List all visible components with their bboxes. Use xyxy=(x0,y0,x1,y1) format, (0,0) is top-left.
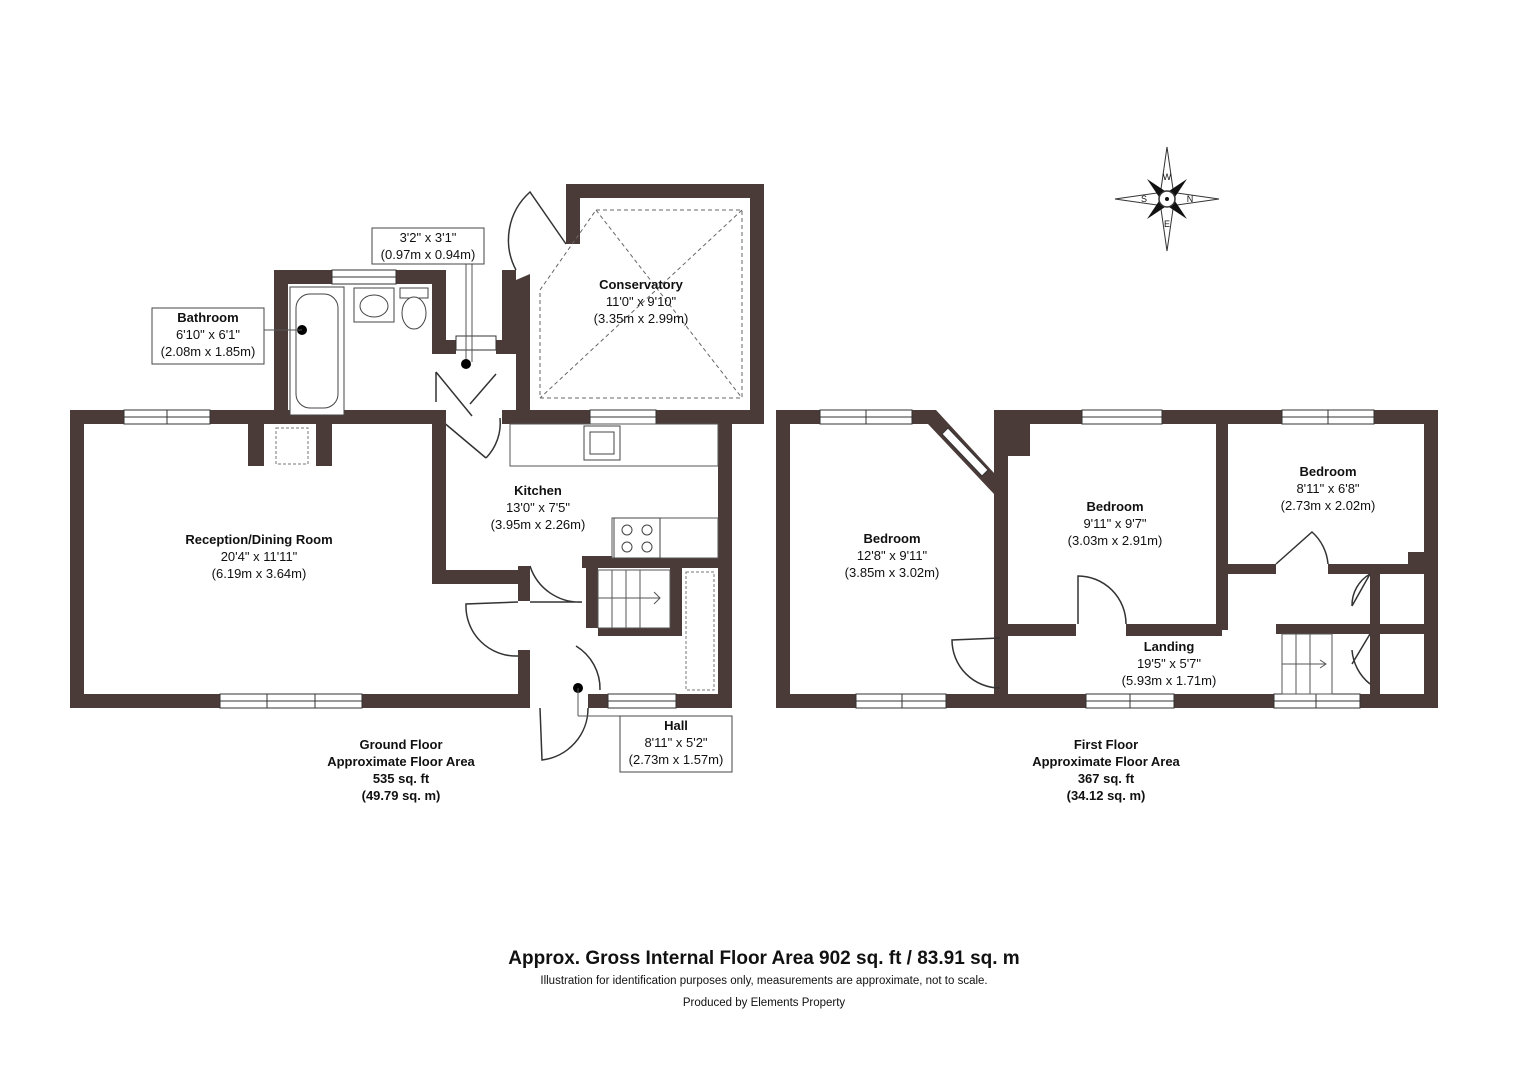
room-label-bathroom: Bathroom 6'10" x 6'1" (2.08m x 1.85m) xyxy=(161,310,256,359)
compass-s: S xyxy=(1141,194,1147,204)
svg-text:Approximate Floor Area: Approximate Floor Area xyxy=(327,754,475,769)
svg-text:(3.03m x 2.91m): (3.03m x 2.91m) xyxy=(1068,533,1163,548)
svg-text:(2.73m x 2.02m): (2.73m x 2.02m) xyxy=(1281,498,1376,513)
svg-text:20'4" x 11'11": 20'4" x 11'11" xyxy=(221,549,298,564)
first-floor-stairs xyxy=(1281,633,1333,695)
svg-text:8'11" x 5'2": 8'11" x 5'2" xyxy=(644,735,707,750)
svg-text:367 sq. ft: 367 sq. ft xyxy=(1078,771,1135,786)
first-floor-doors xyxy=(951,530,1371,689)
compass-n: N xyxy=(1187,194,1194,204)
svg-text:Hall: Hall xyxy=(664,718,688,733)
room-label-conservatory: Conservatory 11'0" x 9'10" (3.35m x 2.99… xyxy=(594,277,689,326)
chimney-breast xyxy=(275,427,309,465)
room-label-bedroom-1: Bedroom 12'8" x 9'11" (3.85m x 3.02m) xyxy=(845,531,940,580)
hob-icon xyxy=(613,517,661,559)
conservatory-roof xyxy=(539,209,743,399)
svg-text:12'8" x 9'11": 12'8" x 9'11" xyxy=(857,548,928,563)
ground-floor xyxy=(70,184,764,761)
reception-walls xyxy=(70,410,530,708)
ground-floor-caption: Ground Floor Approximate Floor Area 535 … xyxy=(327,737,475,803)
svg-text:Bedroom: Bedroom xyxy=(1299,464,1356,479)
svg-text:(0.97m x 0.94m): (0.97m x 0.94m) xyxy=(381,247,476,262)
svg-text:Conservatory: Conservatory xyxy=(599,277,684,292)
svg-text:(3.35m x 2.99m): (3.35m x 2.99m) xyxy=(594,311,689,326)
svg-text:Bedroom: Bedroom xyxy=(1086,499,1143,514)
porch-marker xyxy=(461,359,471,369)
svg-text:(6.19m x 3.64m): (6.19m x 3.64m) xyxy=(212,566,307,581)
svg-text:(2.73m x 1.57m): (2.73m x 1.57m) xyxy=(629,752,724,767)
room-label-hall: Hall 8'11" x 5'2" (2.73m x 1.57m) xyxy=(629,718,724,767)
svg-text:(49.79 sq. m): (49.79 sq. m) xyxy=(362,788,441,803)
first-floor-caption: First Floor Approximate Floor Area 367 s… xyxy=(1032,737,1180,803)
svg-text:Ground Floor: Ground Floor xyxy=(359,737,442,752)
disclaimer: Illustration for identification purposes… xyxy=(540,975,988,987)
svg-text:9'11" x 9'7": 9'11" x 9'7" xyxy=(1083,516,1146,531)
first-floor-windows xyxy=(819,409,1375,709)
hall-walls xyxy=(586,568,682,636)
svg-text:8'11" x 6'8": 8'11" x 6'8" xyxy=(1296,481,1359,496)
svg-text:11'0" x 9'10": 11'0" x 9'10" xyxy=(606,294,677,309)
reception-windows xyxy=(123,409,363,709)
svg-text:3'2" x 3'1": 3'2" x 3'1" xyxy=(400,230,457,245)
svg-text:(2.08m x 1.85m): (2.08m x 1.85m) xyxy=(161,344,256,359)
ground-stairs xyxy=(597,569,671,629)
front-door xyxy=(539,707,589,761)
conservatory-walls xyxy=(502,184,764,424)
bathtub xyxy=(289,286,345,416)
svg-text:13'0" x 7'5": 13'0" x 7'5" xyxy=(506,500,570,515)
svg-text:Landing: Landing xyxy=(1144,639,1195,654)
svg-text:(34.12 sq. m): (34.12 sq. m) xyxy=(1067,788,1146,803)
reception-door xyxy=(465,601,519,657)
room-label-bedroom-2: Bedroom 9'11" x 9'7" (3.03m x 2.91m) xyxy=(1068,499,1163,548)
room-label-porch: 3'2" x 3'1" (0.97m x 0.94m) xyxy=(381,230,476,262)
svg-text:Bathroom: Bathroom xyxy=(177,310,238,325)
producer-credit: Produced by Elements Property xyxy=(682,997,846,1009)
svg-text:(5.93m x 1.71m): (5.93m x 1.71m) xyxy=(1122,673,1217,688)
svg-text:Approximate Floor Area: Approximate Floor Area xyxy=(1032,754,1180,769)
svg-text:19'5" x 5'7": 19'5" x 5'7" xyxy=(1137,656,1201,671)
compass-icon: W E S N xyxy=(1114,146,1220,252)
svg-text:Kitchen: Kitchen xyxy=(514,483,562,498)
svg-text:(3.95m x 2.26m): (3.95m x 2.26m) xyxy=(491,517,586,532)
room-label-reception: Reception/Dining Room 20'4" x 11'11" (6.… xyxy=(185,532,332,581)
angled-window xyxy=(941,427,989,477)
svg-text:(3.85m x 3.02m): (3.85m x 3.02m) xyxy=(845,565,940,580)
kitchen-door xyxy=(529,565,583,603)
porch-walls xyxy=(446,270,516,354)
sink-icon xyxy=(583,425,621,461)
bathroom-label-box xyxy=(151,307,265,365)
svg-text:6'10" x 6'1": 6'10" x 6'1" xyxy=(176,327,240,342)
svg-text:535 sq. ft: 535 sq. ft xyxy=(373,771,430,786)
basin-icon xyxy=(353,287,395,323)
gross-area-title: Approx. Gross Internal Floor Area 902 sq… xyxy=(508,948,1020,969)
conservatory-door xyxy=(507,190,567,271)
porch-doors xyxy=(435,371,497,417)
svg-text:Bedroom: Bedroom xyxy=(863,531,920,546)
porch-label-box xyxy=(371,227,485,265)
hall-label-box xyxy=(619,715,733,773)
compass-e: E xyxy=(1164,219,1170,229)
svg-text:Reception/Dining Room: Reception/Dining Room xyxy=(185,532,332,547)
room-label-bedroom-3: Bedroom 8'11" x 6'8" (2.73m x 2.02m) xyxy=(1281,464,1376,513)
room-label-kitchen: Kitchen 13'0" x 7'5" (3.95m x 2.26m) xyxy=(491,483,586,532)
room-label-landing: Landing 19'5" x 5'7" (5.93m x 1.71m) xyxy=(1122,639,1217,688)
hall-cupboard xyxy=(685,571,715,691)
first-floor xyxy=(776,409,1438,709)
compass-w: W xyxy=(1163,172,1172,182)
svg-text:First Floor: First Floor xyxy=(1074,737,1138,752)
